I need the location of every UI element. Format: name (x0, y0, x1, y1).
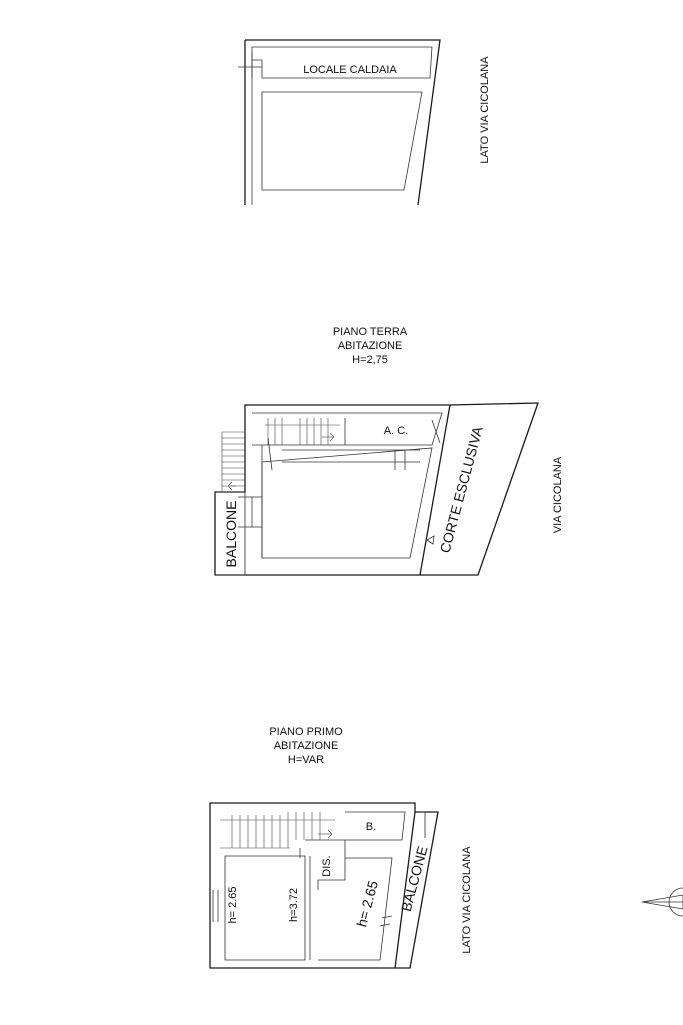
ground-floor-subtitle: ABITAZIONE (338, 340, 403, 352)
street-label: VIA CICOLANA (552, 456, 564, 533)
boiler-room-label: LOCALE CALDAIA (303, 64, 397, 76)
first-floor-title: PIANO PRIMO ABITAZIONE H=VAR (269, 726, 343, 766)
first-floor-title-text: PIANO PRIMO (269, 726, 343, 738)
first-floor-height: H=VAR (288, 754, 324, 766)
first-floor-side-label: LATO VIA CICOLANA (461, 846, 473, 954)
height-mid-label: h=3.72 (288, 888, 300, 922)
ground-floor-height: H=2,75 (352, 354, 388, 366)
bath-label: B. (366, 821, 376, 833)
north-arrow-icon (641, 887, 683, 917)
ac-label: A. C. (384, 425, 408, 437)
first-floor-plan: BALCONE B. DIS. h= 2.65 h=3.72 h= 2.65 L… (209, 802, 473, 969)
ground-balcony-label: BALCONE (223, 501, 239, 568)
basement-side-label: LATO VIA CICOLANA (479, 56, 491, 164)
court-label: CORTE ESCLUSIVA (437, 424, 486, 555)
first-floor-subtitle: ABITAZIONE (274, 740, 339, 752)
height-right-label: h= 2.65 (353, 879, 381, 929)
ground-floor-title: PIANO TERRA ABITAZIONE H=2,75 (333, 326, 408, 366)
dis-label: DIS. (321, 855, 333, 876)
ground-floor-title-text: PIANO TERRA (333, 326, 408, 338)
basement-plan: LOCALE CALDAIA LATO VIA CICOLANA (238, 39, 491, 206)
ground-floor-plan: BALCONE A. C. CORTE ESCLUSIVA VIA CICOLA… (214, 402, 564, 576)
height-left-label: h= 2.65 (227, 886, 239, 923)
